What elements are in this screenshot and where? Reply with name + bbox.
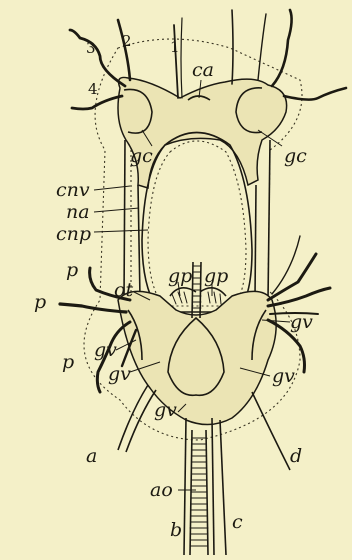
nerve-3 (70, 30, 125, 86)
label-nerve-3: 3 (86, 39, 96, 57)
nerve-right-top-3 (272, 10, 292, 86)
label-gc-right: gc (284, 145, 307, 167)
label-ao: ao (150, 479, 173, 501)
label-d: d (290, 445, 302, 467)
pedal-ganglion-right (200, 288, 226, 296)
nerve-1 (174, 25, 178, 98)
label-nerve-1: 1 (170, 38, 180, 56)
nerve-d (252, 392, 290, 470)
nerve-right-p-2 (268, 288, 330, 306)
nerve-right-top-2 (258, 14, 266, 80)
label-c: c (232, 511, 243, 533)
label-gv-right-lower: gv (272, 365, 295, 387)
label-nerve-4: 4 (88, 80, 98, 98)
label-b: b (170, 519, 182, 541)
label-ot: ot (114, 279, 133, 301)
label-gv-right-upper: gv (290, 311, 313, 333)
label-ca: ca (192, 59, 214, 81)
label-gp-right: gp (204, 265, 228, 287)
connective-right-inner (255, 185, 256, 298)
label-gv-left-lower: gv (108, 363, 131, 385)
label-p-mid: p (34, 291, 46, 313)
nerve-ring-opening (142, 133, 252, 313)
nerve-1-b (181, 18, 182, 98)
leader-na (94, 208, 139, 212)
connective-right-outer (268, 140, 270, 300)
aorta-outer-left (184, 418, 186, 555)
label-a: a (86, 445, 97, 467)
connective-left-inner (138, 185, 140, 298)
label-cnp: cnp (56, 223, 91, 245)
nerve-right-top-4 (284, 88, 346, 100)
nerve-right-p-5 (272, 236, 300, 294)
label-gv-bottom: gv (154, 399, 177, 421)
aorta-outer-right (212, 418, 214, 555)
nerve-2 (118, 20, 130, 80)
label-gv-left-upper: gv (94, 339, 117, 361)
nerve-p-mid (60, 304, 126, 312)
label-p-bottom: p (62, 351, 74, 373)
connective-left-outer (124, 140, 125, 300)
label-gp-left: gp (168, 265, 192, 287)
nerve-ring-inner-dotted (148, 141, 246, 306)
label-nerve-2: 2 (122, 32, 132, 50)
nerve-c (220, 420, 226, 555)
aorta-striations (190, 438, 208, 546)
nerve-a (118, 385, 148, 450)
label-gc-left: gc (130, 145, 153, 167)
label-cnv: cnv (56, 179, 90, 201)
label-p-top: p (66, 259, 78, 281)
label-na: na (66, 201, 90, 223)
nerve-right-top-1 (232, 10, 233, 84)
